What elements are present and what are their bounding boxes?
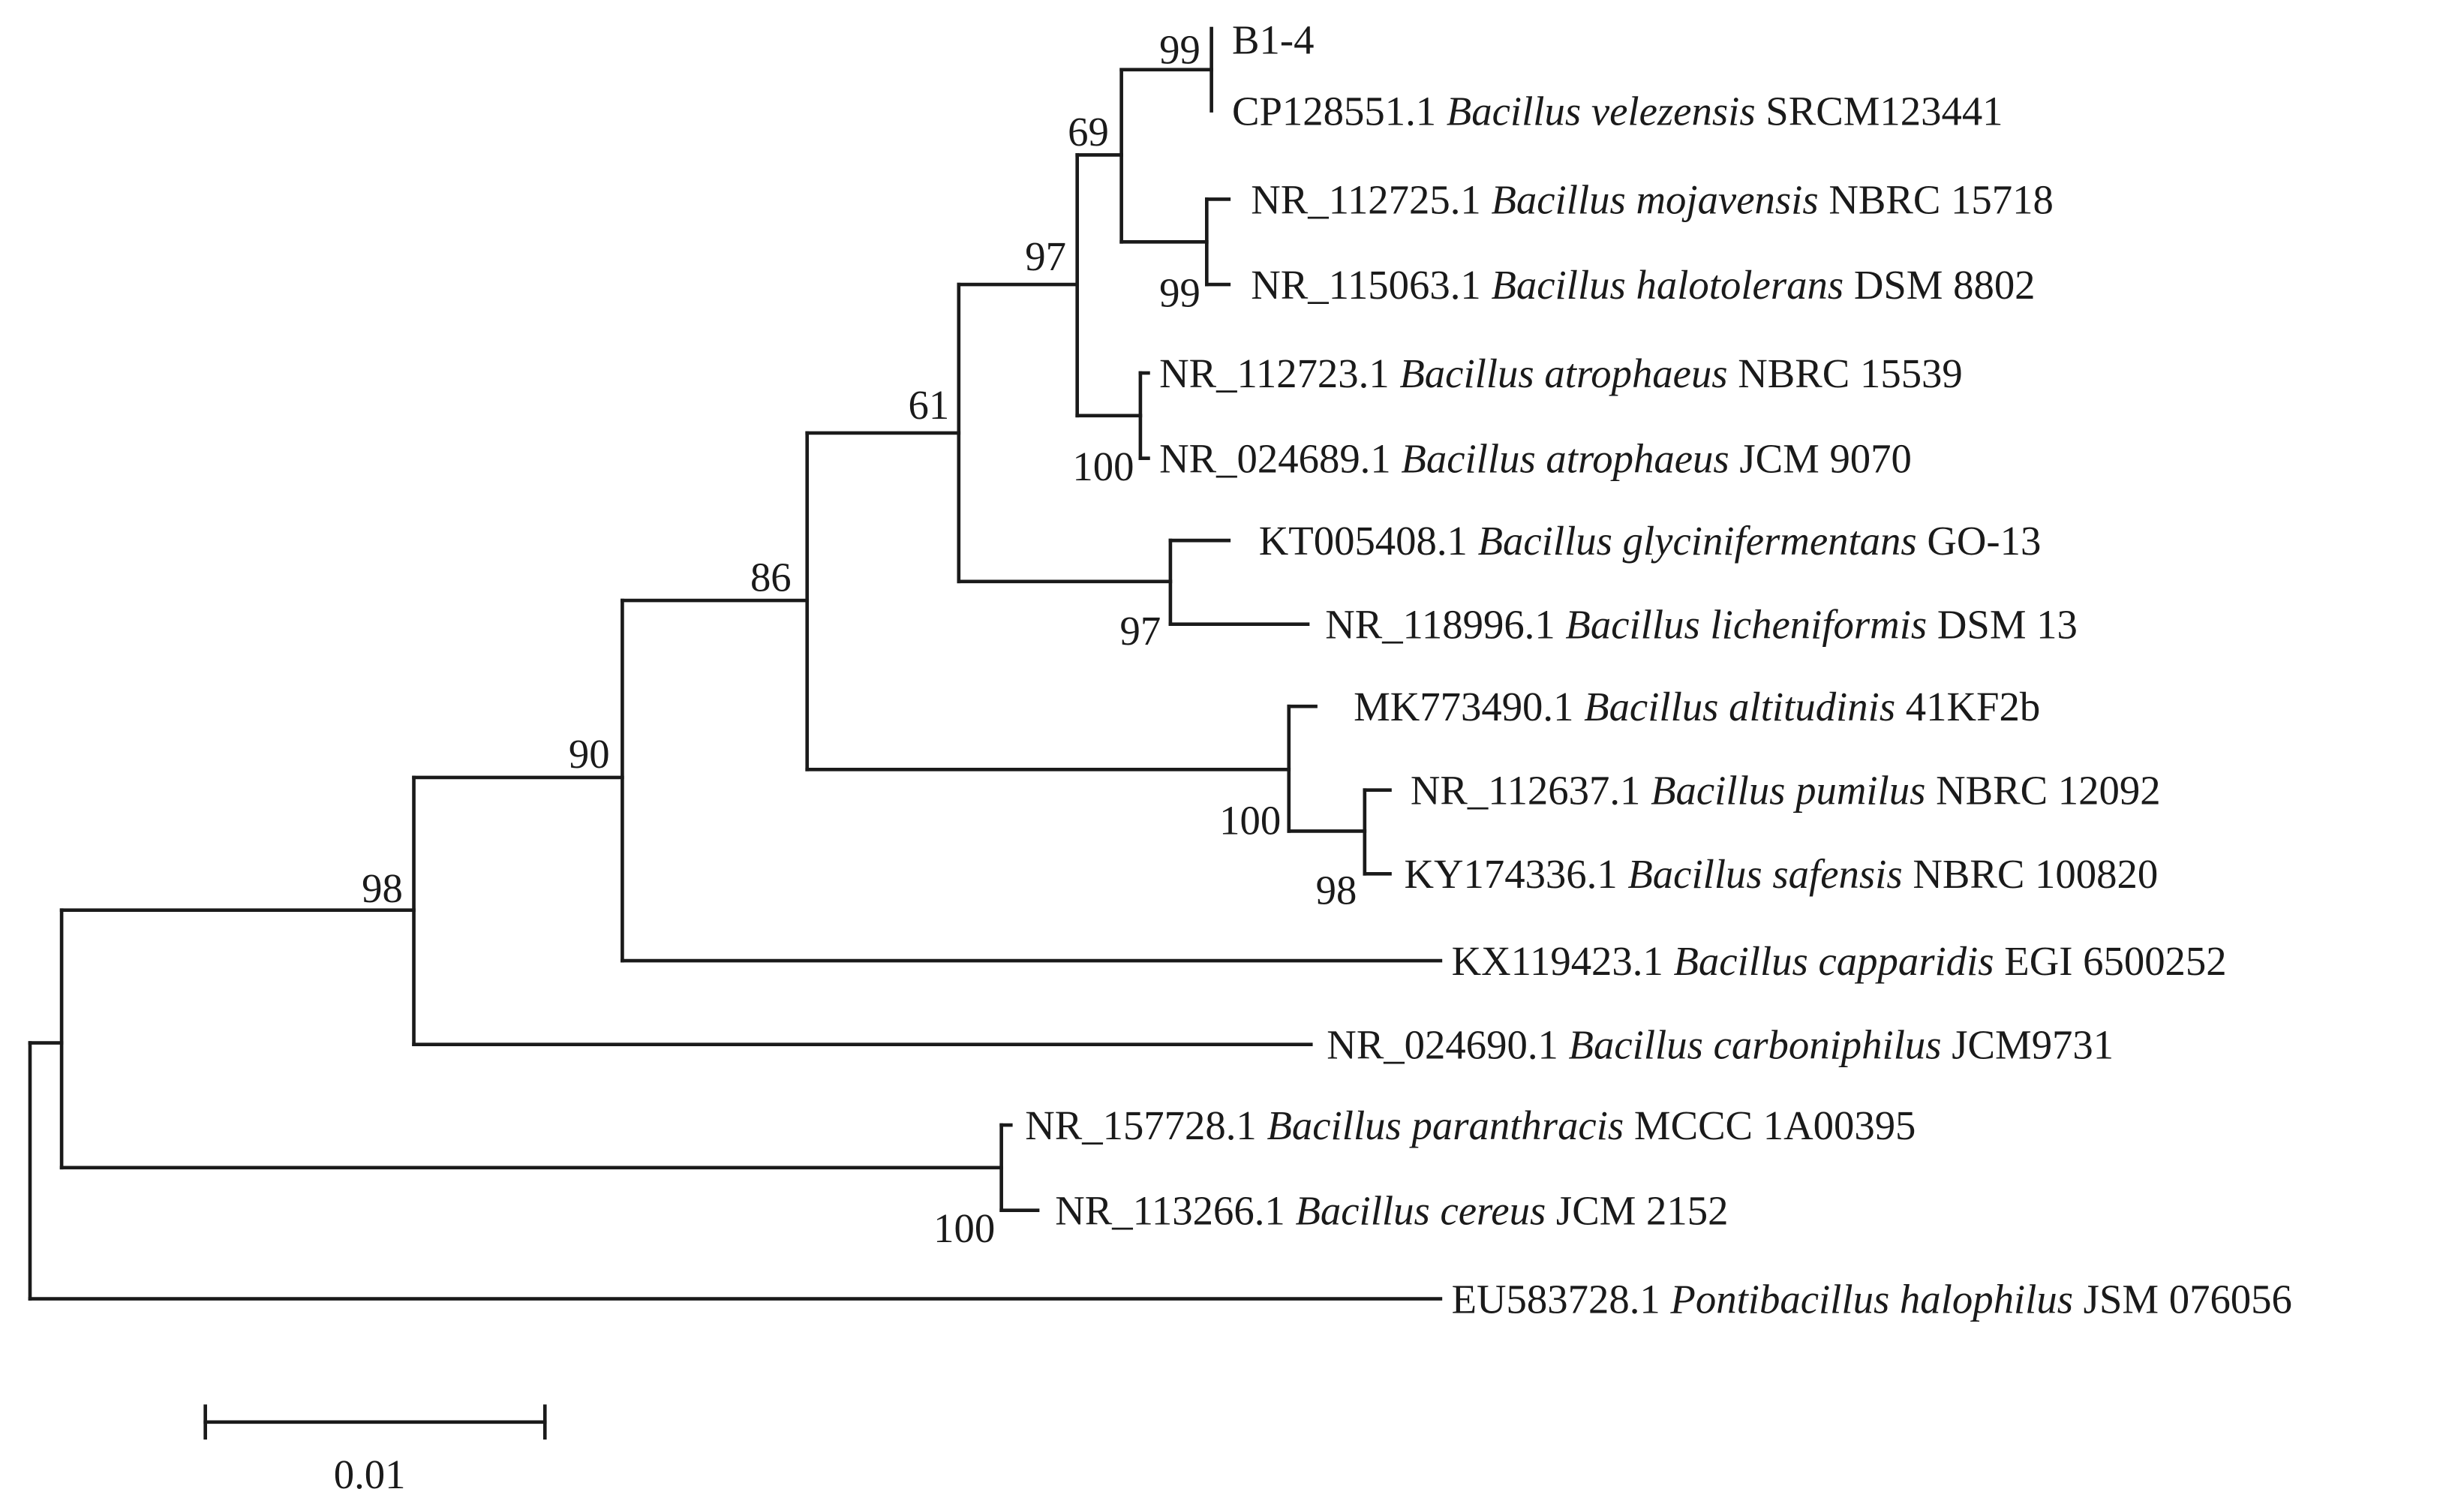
leaf-accession: MK773490.1 bbox=[1354, 684, 1573, 729]
leaf-species: Bacillus pumilus bbox=[1640, 768, 1925, 814]
leaf-species: Pontibacillus halophilus bbox=[1660, 1277, 2084, 1322]
leaf-label-altitudinis: MK773490.1 Bacillus altitudinis 41KF2b bbox=[1354, 684, 2040, 729]
leaf-accession: NR_024690.1 bbox=[1327, 1022, 1558, 1068]
leaf-strain: JSM 076056 bbox=[2084, 1277, 2292, 1322]
leaf-species: Bacillus carboniphilus bbox=[1558, 1022, 1942, 1068]
bootstrap-J: 86 bbox=[750, 554, 792, 600]
leaf-label-b14: B1-4 bbox=[1232, 17, 1314, 63]
leaf-label-pumilus: NR_112637.1 Bacillus pumilus NBRC 12092 bbox=[1411, 768, 2161, 814]
leaf-species: Bacillus glycinifermentans bbox=[1468, 518, 1917, 564]
leaf-strain: MCCC 1A00395 bbox=[1624, 1102, 1916, 1148]
leaf-strain: NBRC 12092 bbox=[1925, 768, 2160, 814]
leaf-accession: CP128551.1 bbox=[1232, 88, 1436, 134]
leaf-strain: NBRC 15539 bbox=[1728, 350, 1963, 396]
bootstrap-L: 98 bbox=[362, 865, 403, 911]
bootstrap-G: 61 bbox=[908, 382, 949, 428]
leaf-label-licheniformis: NR_118996.1 Bacillus licheniformis DSM 1… bbox=[1325, 602, 2078, 648]
bootstrap-B: 99 bbox=[1159, 270, 1200, 316]
leaf-label-glycinifermentans: KT005408.1 Bacillus glycinifermentans GO… bbox=[1259, 518, 2042, 564]
bootstrap-values: 99 99 69 100 97 97 61 98 100 86 90 98 100 bbox=[362, 26, 1357, 1250]
bootstrap-E: 97 bbox=[1025, 233, 1066, 279]
leaf-label-capparidis: KX119423.1 Bacillus capparidis EGI 65002… bbox=[1452, 938, 2227, 984]
leaf-accession: NR_112725.1 bbox=[1251, 176, 1481, 222]
leaf-species: Bacillus altitudinis bbox=[1573, 684, 1895, 729]
scale-bar-label: 0.01 bbox=[334, 1451, 406, 1497]
leaf-species: Bacillus velezensis bbox=[1436, 88, 1756, 134]
leaf-accession: KT005408.1 bbox=[1259, 518, 1468, 564]
bootstrap-D: 100 bbox=[1072, 444, 1134, 489]
leaf-species: Bacillus licheniformis bbox=[1555, 602, 1927, 648]
leaf-species: Bacillus capparidis bbox=[1663, 938, 1994, 984]
leaf-strain: SRCM123441 bbox=[1756, 88, 2003, 134]
leaf-accession: KY174336.1 bbox=[1404, 851, 1617, 897]
bootstrap-A: 99 bbox=[1159, 26, 1200, 72]
bootstrap-I: 100 bbox=[1219, 798, 1281, 844]
leaf-strain: GO-13 bbox=[1917, 518, 2042, 564]
leaf-strain: NBRC 100820 bbox=[1903, 851, 2159, 897]
leaf-label-paranthracis: NR_157728.1 Bacillus paranthracis MCCC 1… bbox=[1025, 1102, 1916, 1148]
scale-bar: 0.01 bbox=[203, 1404, 547, 1497]
leaf-species: Bacillus mojavensis bbox=[1481, 176, 1819, 222]
leaf-strain: NBRC 15718 bbox=[1819, 176, 2054, 222]
bootstrap-M: 100 bbox=[933, 1205, 995, 1251]
leaf-accession: NR_113266.1 bbox=[1055, 1188, 1285, 1234]
leaf-accession: NR_157728.1 bbox=[1025, 1102, 1257, 1148]
leaf-accession: NR_118996.1 bbox=[1325, 602, 1555, 648]
leaf-accession: B1-4 bbox=[1232, 17, 1314, 63]
bootstrap-H: 98 bbox=[1316, 867, 1357, 913]
leaf-strain: 41KF2b bbox=[1895, 684, 2040, 729]
leaf-accession: NR_115063.1 bbox=[1251, 262, 1481, 308]
leaf-species: Bacillus paranthracis bbox=[1257, 1102, 1624, 1148]
bootstrap-C: 69 bbox=[1068, 109, 1109, 155]
bootstrap-K: 90 bbox=[569, 731, 610, 777]
leaf-strain: JCM 2152 bbox=[1546, 1188, 1728, 1234]
leaf-accession: KX119423.1 bbox=[1452, 938, 1663, 984]
leaf-label-halotolerans: NR_115063.1 Bacillus halotolerans DSM 88… bbox=[1251, 262, 2035, 308]
leaf-accession: NR_112637.1 bbox=[1411, 768, 1641, 814]
leaf-species: Bacillus cereus bbox=[1285, 1188, 1546, 1234]
leaf-species: Bacillus halotolerans bbox=[1481, 262, 1843, 308]
leaf-strain: JCM9731 bbox=[1942, 1022, 2114, 1068]
bootstrap-F: 97 bbox=[1120, 608, 1161, 654]
leaf-species: Bacillus atrophaeus bbox=[1391, 436, 1729, 482]
leaf-label-halophilus: EU583728.1 Pontibacillus halophilus JSM … bbox=[1452, 1277, 2292, 1322]
leaf-label-atrophaeus2: NR_024689.1 Bacillus atrophaeus JCM 9070 bbox=[1159, 436, 1912, 482]
leaf-accession: NR_112723.1 bbox=[1159, 350, 1390, 396]
leaf-label-mojavensis: NR_112725.1 Bacillus mojavensis NBRC 157… bbox=[1251, 176, 2054, 222]
leaf-accession: EU583728.1 bbox=[1452, 1277, 1660, 1322]
leaf-label-cereus: NR_113266.1 Bacillus cereus JCM 2152 bbox=[1055, 1188, 1728, 1234]
leaf-species: Bacillus safensis bbox=[1618, 851, 1903, 897]
leaf-species: Bacillus atrophaeus bbox=[1390, 350, 1728, 396]
leaf-label-velezensis: CP128551.1 Bacillus velezensis SRCM12344… bbox=[1232, 88, 2003, 134]
tree-branches bbox=[28, 26, 1443, 1301]
leaf-strain: JCM 9070 bbox=[1729, 436, 1912, 482]
leaf-label-carboniphilus: NR_024690.1 Bacillus carboniphilus JCM97… bbox=[1327, 1022, 2114, 1068]
leaf-accession: NR_024689.1 bbox=[1159, 436, 1391, 482]
leaf-strain: DSM 8802 bbox=[1843, 262, 2035, 308]
leaf-label-atrophaeus1: NR_112723.1 Bacillus atrophaeus NBRC 155… bbox=[1159, 350, 1963, 396]
leaf-strain: DSM 13 bbox=[1927, 602, 2078, 648]
leaf-strain: EGI 6500252 bbox=[1994, 938, 2227, 984]
leaf-label-safensis: KY174336.1 Bacillus safensis NBRC 100820 bbox=[1404, 851, 2158, 897]
